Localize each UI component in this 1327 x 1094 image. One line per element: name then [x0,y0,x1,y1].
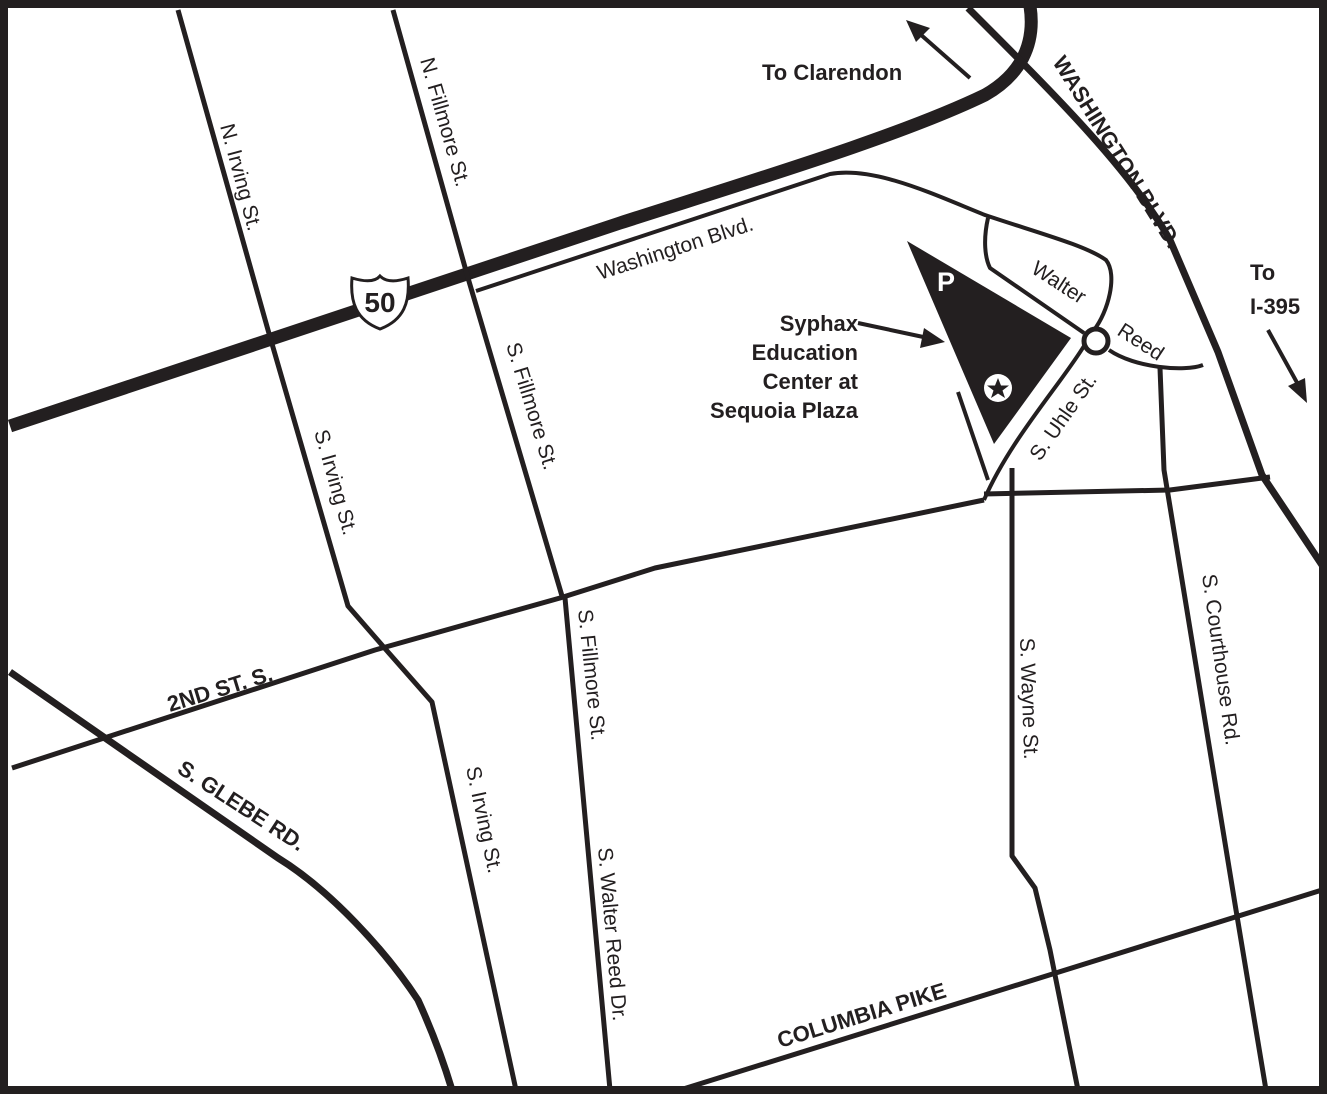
label-s-wayne: S. Wayne St. [1015,637,1042,759]
syphax-line2: Education [752,340,858,365]
parking-lot [907,241,1071,444]
us50-shield-label: 50 [364,287,395,318]
parking-label: P [937,267,955,297]
syphax-label: Syphax Education Center at Sequoia Plaza [710,311,859,423]
road-network [7,5,1325,1093]
syphax-line1: Syphax [780,311,859,336]
irving-road [175,9,519,1091]
label-to-clarendon: To Clarendon [762,60,902,85]
second-st-road [11,497,985,771]
label-to-i395-line2: I-395 [1250,294,1300,319]
washington-blvd-road [475,170,1114,332]
arrow-to-syphax-icon [857,321,945,348]
syphax-line4: Sequoia Plaza [710,398,859,423]
walter-reed-east-road [1107,348,1204,371]
arrow-to-clarendon-icon [906,20,972,80]
columbia-pike-road [679,887,1323,1093]
s-wayne-road [1009,468,1081,1091]
roundabout [1081,326,1111,356]
syphax-line3: Center at [763,369,859,394]
label-to-i395-line1: To [1250,260,1275,285]
walter-reed-connector-road [983,217,1086,335]
s-courthouse-road [1157,367,1269,1091]
fillmore-road [390,9,613,1091]
s-glebe-road [8,669,456,1092]
us50-road [7,5,1038,433]
arrow-to-i395-icon [1266,329,1307,403]
star-in-circle-icon [984,374,1012,402]
plaza-access-road [956,391,990,481]
plaza-south-road [983,474,1271,497]
washington-blvd-major-road [965,5,1325,567]
s-uhle-road [982,344,1086,501]
us50-shield-icon: 50 [350,273,410,331]
